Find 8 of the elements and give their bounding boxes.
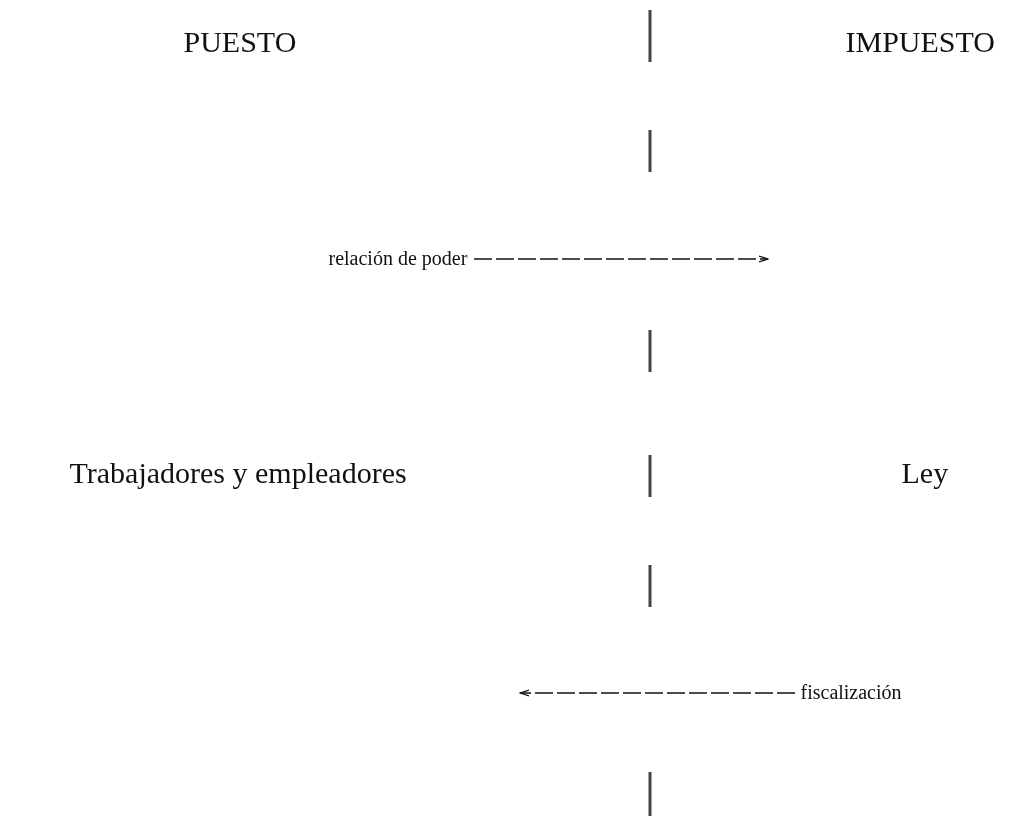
arrow-label: fiscalización (800, 682, 902, 702)
row-label: Ley (901, 458, 949, 488)
arrow (519, 689, 796, 697)
arrow-label: relación de poder (328, 248, 468, 268)
column-heading: PUESTO (183, 27, 297, 57)
row-label: Trabajadores y empleadores (69, 458, 407, 488)
arrow (473, 255, 769, 263)
column-heading: IMPUESTO (845, 27, 995, 57)
